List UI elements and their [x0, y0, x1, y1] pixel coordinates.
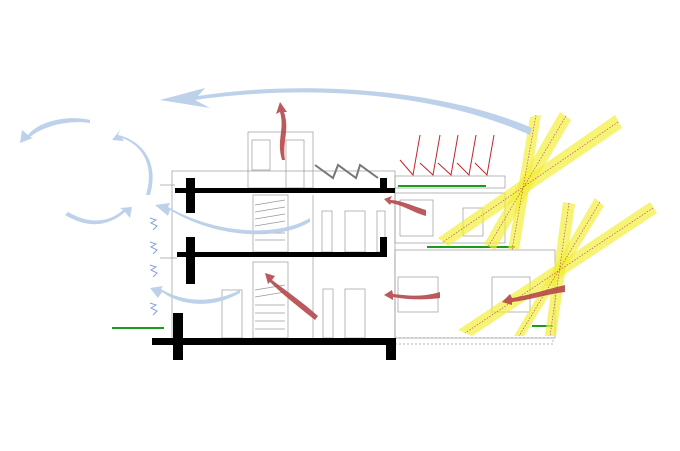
- door: [344, 210, 366, 253]
- warm-air-arrow: [384, 290, 440, 300]
- window: [399, 199, 434, 237]
- sunlight-beams: [438, 112, 657, 337]
- air-arrow-upper-floor: [155, 203, 310, 235]
- door: [321, 210, 333, 253]
- door: [344, 288, 366, 339]
- air-arrow-loop: [65, 207, 132, 225]
- sun-beam: [438, 115, 622, 246]
- solar-panels: [314, 163, 379, 180]
- air-arrow-loop: [112, 130, 153, 195]
- door: [322, 288, 334, 339]
- tower-door: [285, 139, 305, 189]
- stack-exhaust-arrow: [276, 102, 287, 160]
- stair-stack-arrow: [265, 273, 318, 320]
- first-floor-slab: [177, 252, 387, 257]
- stair-treads: [254, 199, 286, 330]
- cool-air-flows: [20, 88, 532, 316]
- ground-slab: [152, 338, 395, 345]
- column: [186, 178, 195, 213]
- column: [386, 338, 396, 360]
- breeze-squiggles: [149, 217, 158, 316]
- column: [173, 313, 183, 360]
- air-arrow-loop: [20, 118, 90, 143]
- column: [380, 178, 387, 193]
- tower-window: [251, 139, 271, 171]
- solar-rays: [399, 134, 495, 177]
- warm-air-arrow: [384, 196, 426, 216]
- column: [380, 237, 387, 257]
- column: [186, 237, 195, 284]
- lower-stair: [252, 261, 289, 339]
- air-arrow-overhead: [160, 88, 532, 135]
- warm-air-arrow: [502, 285, 565, 305]
- warm-air-flows: [265, 102, 565, 320]
- ground-paving: [394, 337, 554, 345]
- roof-parapet: [394, 175, 506, 189]
- structural-slabs: [152, 178, 396, 360]
- roof-slab: [175, 188, 395, 193]
- air-arrow-ground-floor: [150, 286, 240, 304]
